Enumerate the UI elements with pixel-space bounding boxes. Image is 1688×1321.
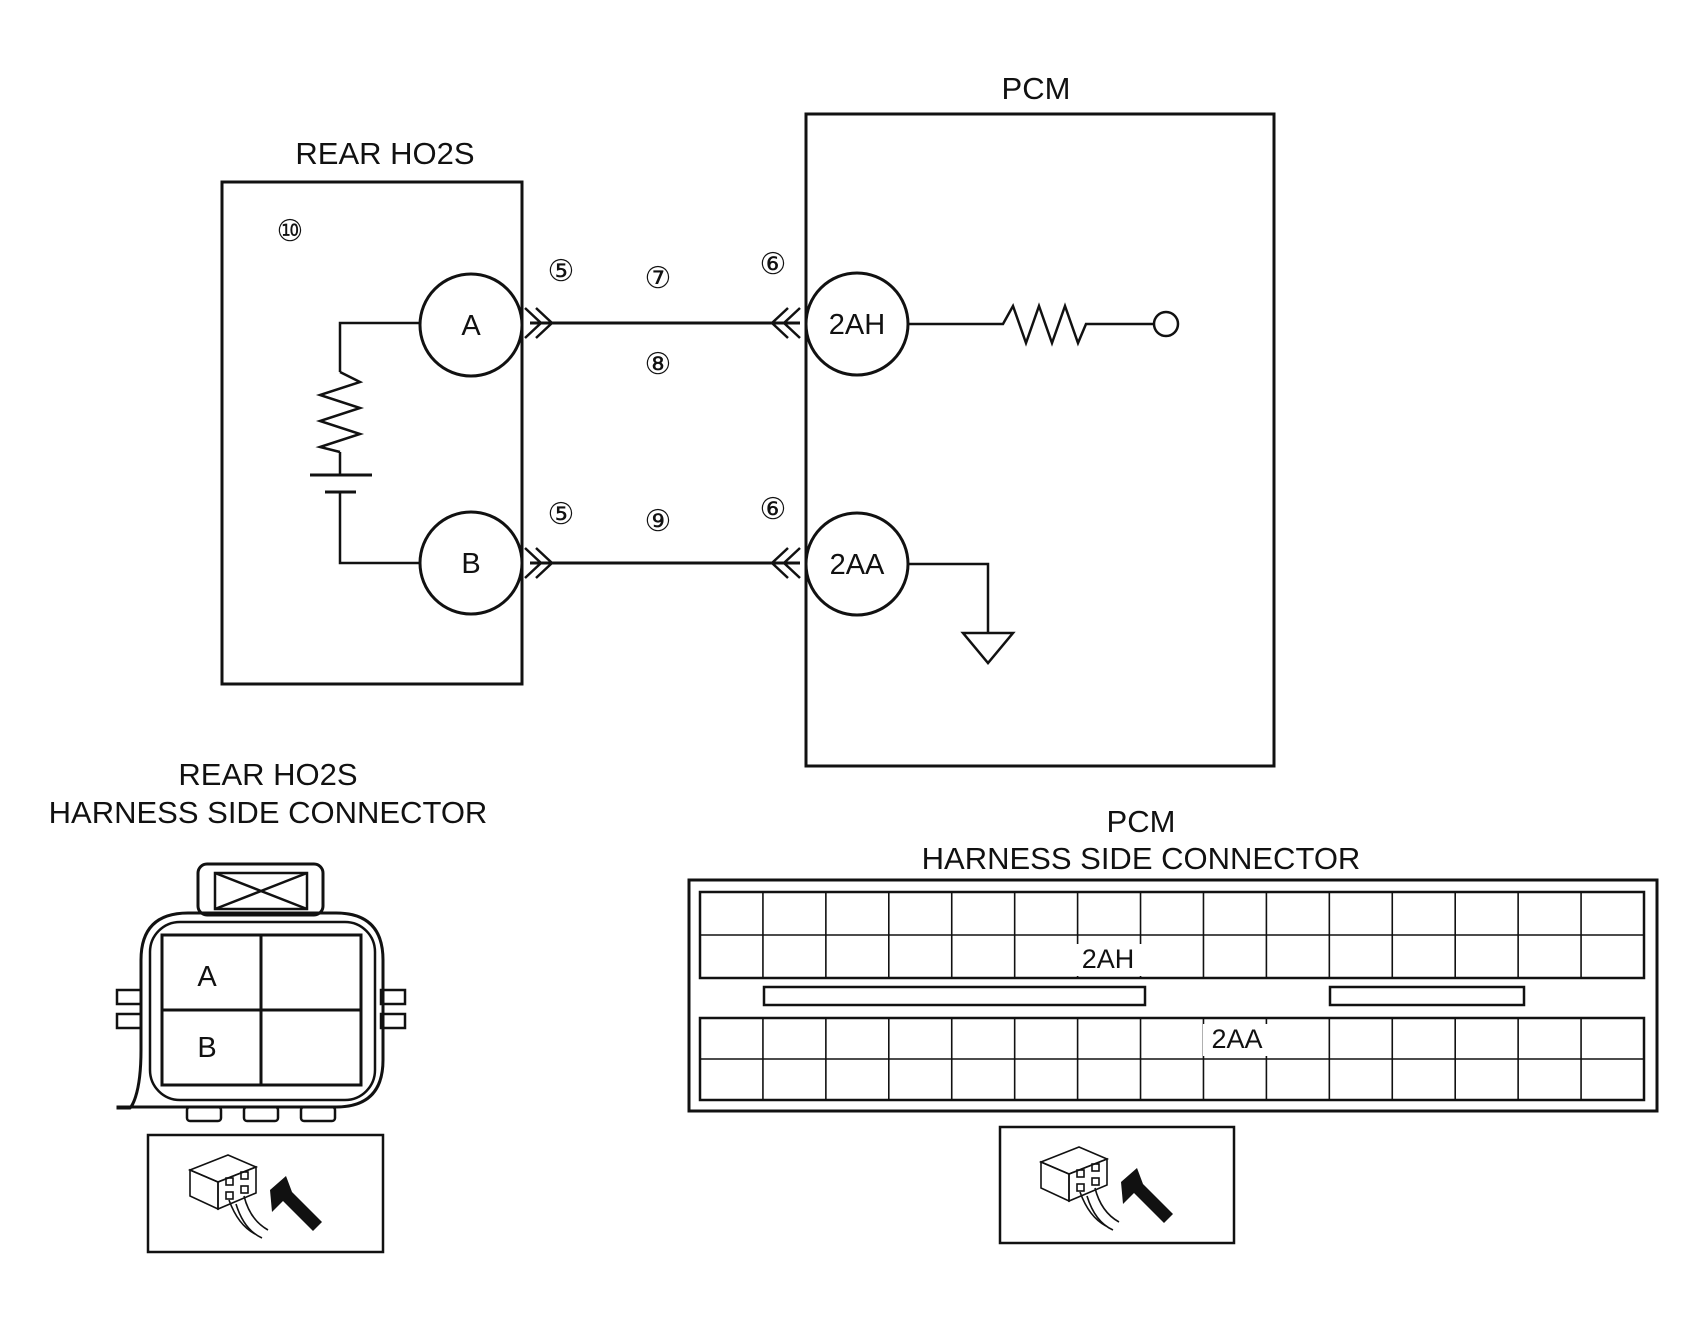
- pcm-title: PCM: [1002, 71, 1071, 106]
- pcm-connector-view: PCM HARNESS SIDE CONNECTOR 2AH 2AA: [687, 804, 1659, 1245]
- pcm-connector-title-line1: PCM: [1107, 804, 1176, 839]
- arrow-icon: [270, 1176, 322, 1231]
- callout-5-bottom: ⑤: [548, 498, 575, 531]
- pcm-pin-2aa-cell: [1203, 1024, 1271, 1056]
- ho2s-connector-title-line2: HARNESS SIDE CONNECTOR: [49, 795, 488, 830]
- connector-chevrons: [524, 307, 801, 579]
- callout-8: ⑧: [645, 348, 672, 381]
- pcm-terminal-2ah-label: 2AH: [829, 309, 885, 341]
- pcm-terminal-2aa: [804, 511, 910, 617]
- callout-6-top: ⑥: [760, 248, 787, 281]
- ho2s-connector-title-line1: REAR HO2S: [178, 757, 357, 792]
- connector-foot: [242, 1105, 280, 1123]
- pcm-internal-resistor: [909, 302, 1180, 347]
- ho2s-pin-a: A: [197, 961, 217, 993]
- pcm-terminal-2ah: [804, 271, 910, 377]
- pcm-box: [804, 112, 1276, 768]
- pcm-connector-title-line2: HARNESS SIDE CONNECTOR: [922, 841, 1361, 876]
- sensor-callout-10: ⑩: [277, 215, 304, 248]
- callout-9: ⑨: [645, 505, 672, 538]
- pcm-pin-2ah: 2AH: [1082, 944, 1135, 974]
- callout-6-bottom: ⑥: [760, 493, 787, 526]
- right-tab-upper: [379, 988, 407, 1006]
- terminal-a: [418, 272, 524, 378]
- connector-latch: [196, 862, 325, 917]
- view-direction-inset: [146, 1133, 385, 1254]
- connector-housing: [116, 911, 385, 1110]
- connector-foot: [185, 1105, 223, 1123]
- callout-7: ⑦: [645, 262, 672, 295]
- pcm-key-slot-right: [1328, 985, 1526, 1007]
- terminal-a-label: A: [461, 310, 481, 342]
- pcm-internal-ground: [909, 562, 1016, 665]
- pcm-pin-2aa: 2AA: [1211, 1024, 1262, 1054]
- pcm-connector-housing: [687, 878, 1659, 1113]
- right-tab-lower: [379, 1012, 407, 1030]
- arrow-icon: [1121, 1168, 1173, 1223]
- view-direction-icon: [187, 1154, 322, 1239]
- left-tab-upper: [115, 988, 143, 1006]
- pcm-terminal-2aa-label: 2AA: [830, 549, 885, 581]
- terminal-b-label: B: [461, 548, 480, 580]
- pcm-pin-2ah-cell: [1074, 944, 1142, 976]
- connector-inner-shell: [148, 920, 377, 1102]
- connector-foot: [299, 1105, 337, 1123]
- ho2s-connector-view: REAR HO2S HARNESS SIDE CONNECTOR A B: [49, 757, 488, 1254]
- reference-voltage-terminal: [1152, 310, 1180, 338]
- ho2s-pin-b: B: [197, 1032, 216, 1064]
- pcm-key-slot-left: [762, 985, 1147, 1007]
- callout-5-top: ⑤: [548, 255, 575, 288]
- view-direction-inset: [998, 1125, 1236, 1245]
- terminal-b: [418, 510, 524, 616]
- sensor-internal-circuit: [310, 321, 420, 565]
- left-tab-lower: [115, 1012, 143, 1030]
- ground-symbol: [960, 631, 1016, 665]
- rear-ho2s-box: [220, 180, 524, 686]
- rear-ho2s-title: REAR HO2S: [295, 136, 474, 171]
- latch-window: [213, 871, 309, 911]
- schematic: REAR HO2S PCM ⑩ A B 2AH 2AA: [220, 71, 1276, 768]
- view-direction-icon: [1038, 1146, 1173, 1231]
- pcm-pin-grid: [700, 892, 1644, 1100]
